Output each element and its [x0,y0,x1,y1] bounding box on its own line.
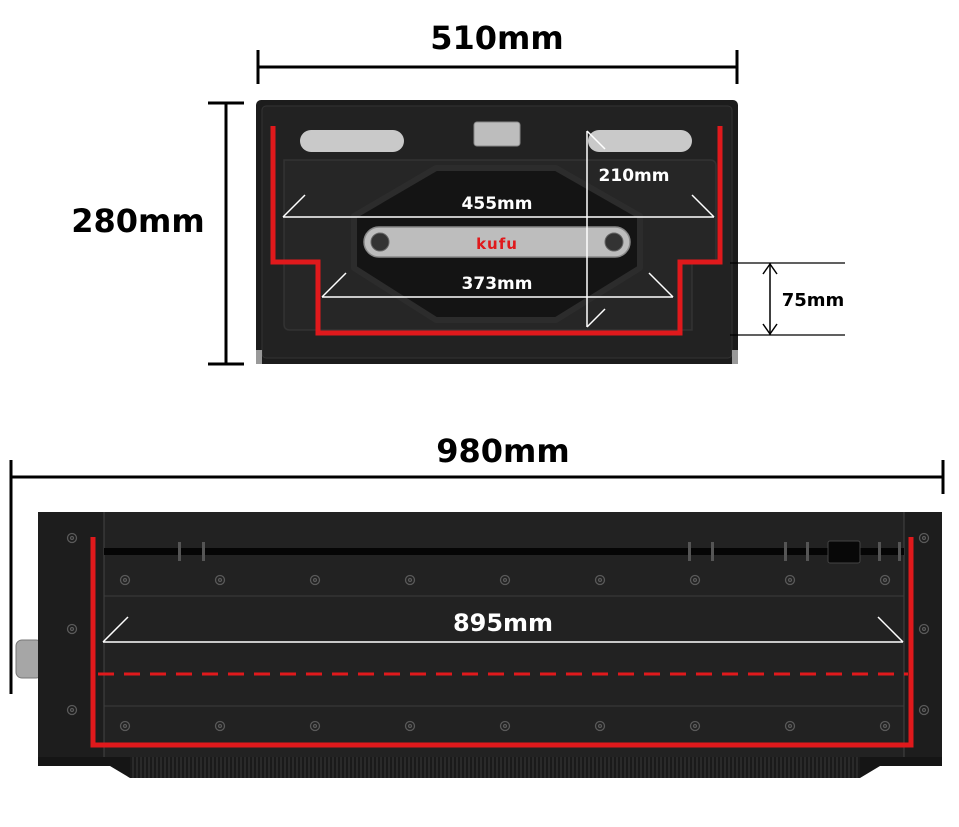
height-label: 280mm [71,202,204,240]
top-rail [104,548,904,555]
inner-length-outline [90,537,914,748]
width-dimension-line [256,50,739,84]
upper-width-label: 455mm [462,194,533,214]
inner-capacity-outline [270,126,723,336]
rail-clamp [827,540,861,564]
left-reflector [300,130,404,152]
height-dimension-line [208,101,244,366]
inner-length-label: 895mm [453,609,553,637]
bolt-heads [66,532,930,732]
side-view: 980mm [9,432,945,778]
lower-width-dimension-line [321,272,674,298]
right-reflector [588,130,692,152]
brand-logo: kufu [476,235,518,253]
inner-length-dimension-line [102,616,904,643]
step-label: 75mm [782,290,845,311]
width-label: 510mm [430,19,563,57]
upper-width-dimension-line [282,194,715,218]
length-dimension-line [9,460,945,694]
latch [473,121,521,147]
carry-handle[interactable] [363,226,631,258]
inner-height-dimension-line [586,130,606,328]
top-view: 510mm 280mm kufu 455mm [71,19,845,366]
length-label: 980mm [436,432,569,470]
lower-width-label: 373mm [462,274,533,294]
step-dimension-line [730,262,845,336]
inner-height-label: 210mm [599,166,670,186]
